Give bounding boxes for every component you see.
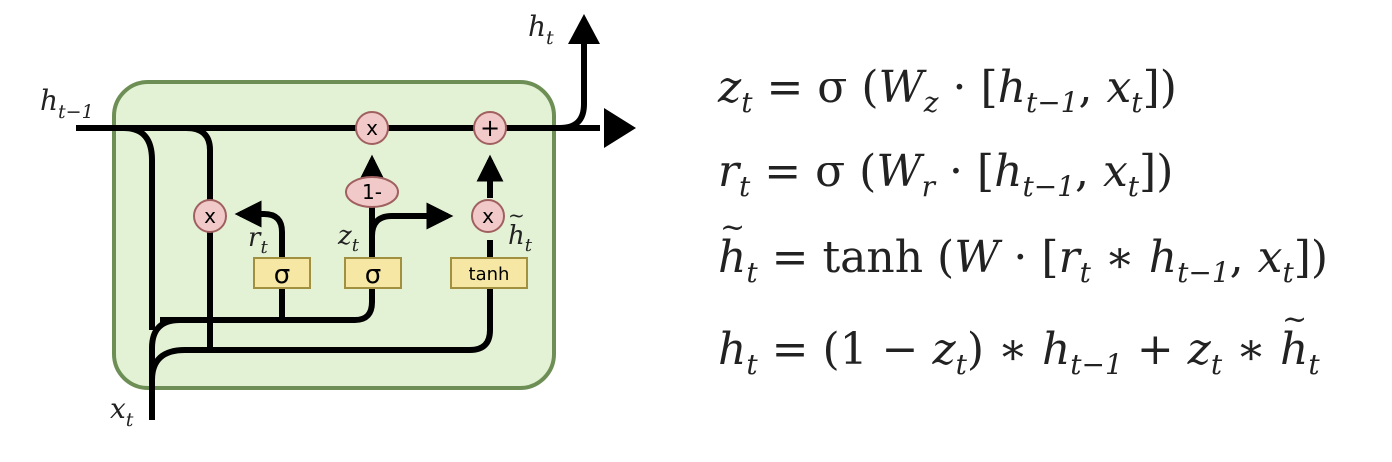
- mult-op-top-label: x: [366, 116, 378, 140]
- mult-op-update: [471, 199, 505, 233]
- xt-branch-lower: [149, 288, 493, 381]
- output-branch: [559, 40, 587, 131]
- equation-candidate-text: ht = tanh (W · [rt ∗ ht−1, xt]): [718, 210, 1328, 289]
- equation-reset-gate-text: rt = σ (Wr · [ht−1, xt]): [718, 146, 1174, 203]
- equation-candidate: ht = tanh (W · [rt ∗ ht−1, xt]): [718, 210, 1328, 289]
- equation-update-gate: zt = σ (Wz · [ht−1, xt]): [718, 62, 1177, 119]
- mult-op-reset: [193, 199, 227, 233]
- add-op-label: +: [480, 114, 500, 142]
- equation-reset-gate: rt = σ (Wr · [ht−1, xt]): [718, 146, 1173, 203]
- mult-op-top: [355, 111, 389, 145]
- mult-op-update-label: x: [482, 204, 494, 228]
- equation-hidden-state: ht = (1 − zt) ∗ ht−1 + zt ∗ ht: [718, 302, 1320, 381]
- h-tilde-label: ht: [508, 221, 533, 256]
- equation-update-gate-text: zt = σ (Wz · [ht−1, xt]): [718, 62, 1177, 119]
- tanh-gate-label: tanh: [469, 264, 510, 285]
- hidden-state-arrowhead: [604, 108, 636, 148]
- z-to-mult: [369, 202, 454, 237]
- r-gate-out: [234, 200, 285, 258]
- sigma-z-gate: [344, 257, 402, 289]
- sigma-r-gate-label: σ: [274, 260, 290, 290]
- r-gate-label: rt: [248, 223, 268, 258]
- h-out-label: ht: [528, 10, 554, 49]
- tanh-gate: [450, 257, 528, 289]
- hprev-branch-outer: [123, 125, 155, 330]
- output-arrowhead: [568, 14, 600, 44]
- sigma-z-gate-label: σ: [365, 260, 381, 290]
- concat-bus: [160, 288, 375, 323]
- one-minus-op-label: 1-: [362, 180, 382, 204]
- sigma-r-gate: [253, 257, 311, 289]
- one-minus-op: [345, 176, 399, 208]
- cell-box: [112, 80, 556, 390]
- h-tilde-mark: ~: [508, 203, 525, 227]
- add-op: [473, 111, 507, 145]
- x-in-label: xt: [110, 392, 134, 431]
- h-prev-label: ht−1: [40, 84, 94, 123]
- mult-op-reset-label: x: [204, 204, 216, 228]
- hprev-branch-inner: [185, 125, 213, 352]
- equation-hidden-state-text: ht = (1 − zt) ∗ ht−1 + zt ∗ ht: [718, 302, 1320, 381]
- z-gate-label: zt: [337, 221, 360, 256]
